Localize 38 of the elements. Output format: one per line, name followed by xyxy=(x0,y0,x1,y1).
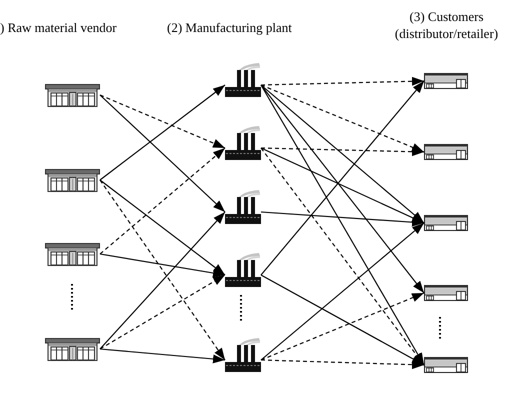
arrow xyxy=(260,84,424,366)
warehouse-icon xyxy=(424,357,468,373)
store-icon xyxy=(45,169,100,192)
column-heading: ) Raw material vendor xyxy=(0,19,117,37)
arrow xyxy=(260,84,424,152)
warehouse-icon xyxy=(424,144,468,160)
arrow xyxy=(100,94,226,212)
arrow xyxy=(100,180,226,360)
arrow xyxy=(100,148,226,254)
factory-icon xyxy=(225,189,261,224)
warehouse-icon xyxy=(424,73,468,89)
arrow xyxy=(100,94,226,148)
store-icon xyxy=(45,243,100,266)
store-icon xyxy=(45,84,100,107)
arrow xyxy=(260,222,424,360)
factory-icon xyxy=(225,125,261,160)
arrow xyxy=(260,359,424,370)
arrow xyxy=(260,292,424,360)
arrow xyxy=(100,180,226,276)
factory-icon xyxy=(225,337,261,372)
arrow xyxy=(260,76,424,86)
arrow xyxy=(260,211,424,227)
arrow xyxy=(260,274,424,366)
factory-icon xyxy=(225,252,261,287)
arrow xyxy=(100,274,226,350)
arrow xyxy=(100,253,226,278)
arrow xyxy=(100,348,226,364)
arrow xyxy=(260,84,424,224)
arrow xyxy=(260,147,424,156)
factory-icon xyxy=(225,62,261,97)
column-heading: (3) Customers (distributor/retailer) xyxy=(394,8,500,42)
store-icon xyxy=(45,338,100,361)
warehouse-icon xyxy=(424,215,468,231)
column-heading: (2) Manufacturing plant xyxy=(167,19,292,37)
arrow xyxy=(100,84,226,180)
arrow xyxy=(260,148,424,224)
warehouse-icon xyxy=(424,285,468,301)
arrow xyxy=(100,212,226,350)
